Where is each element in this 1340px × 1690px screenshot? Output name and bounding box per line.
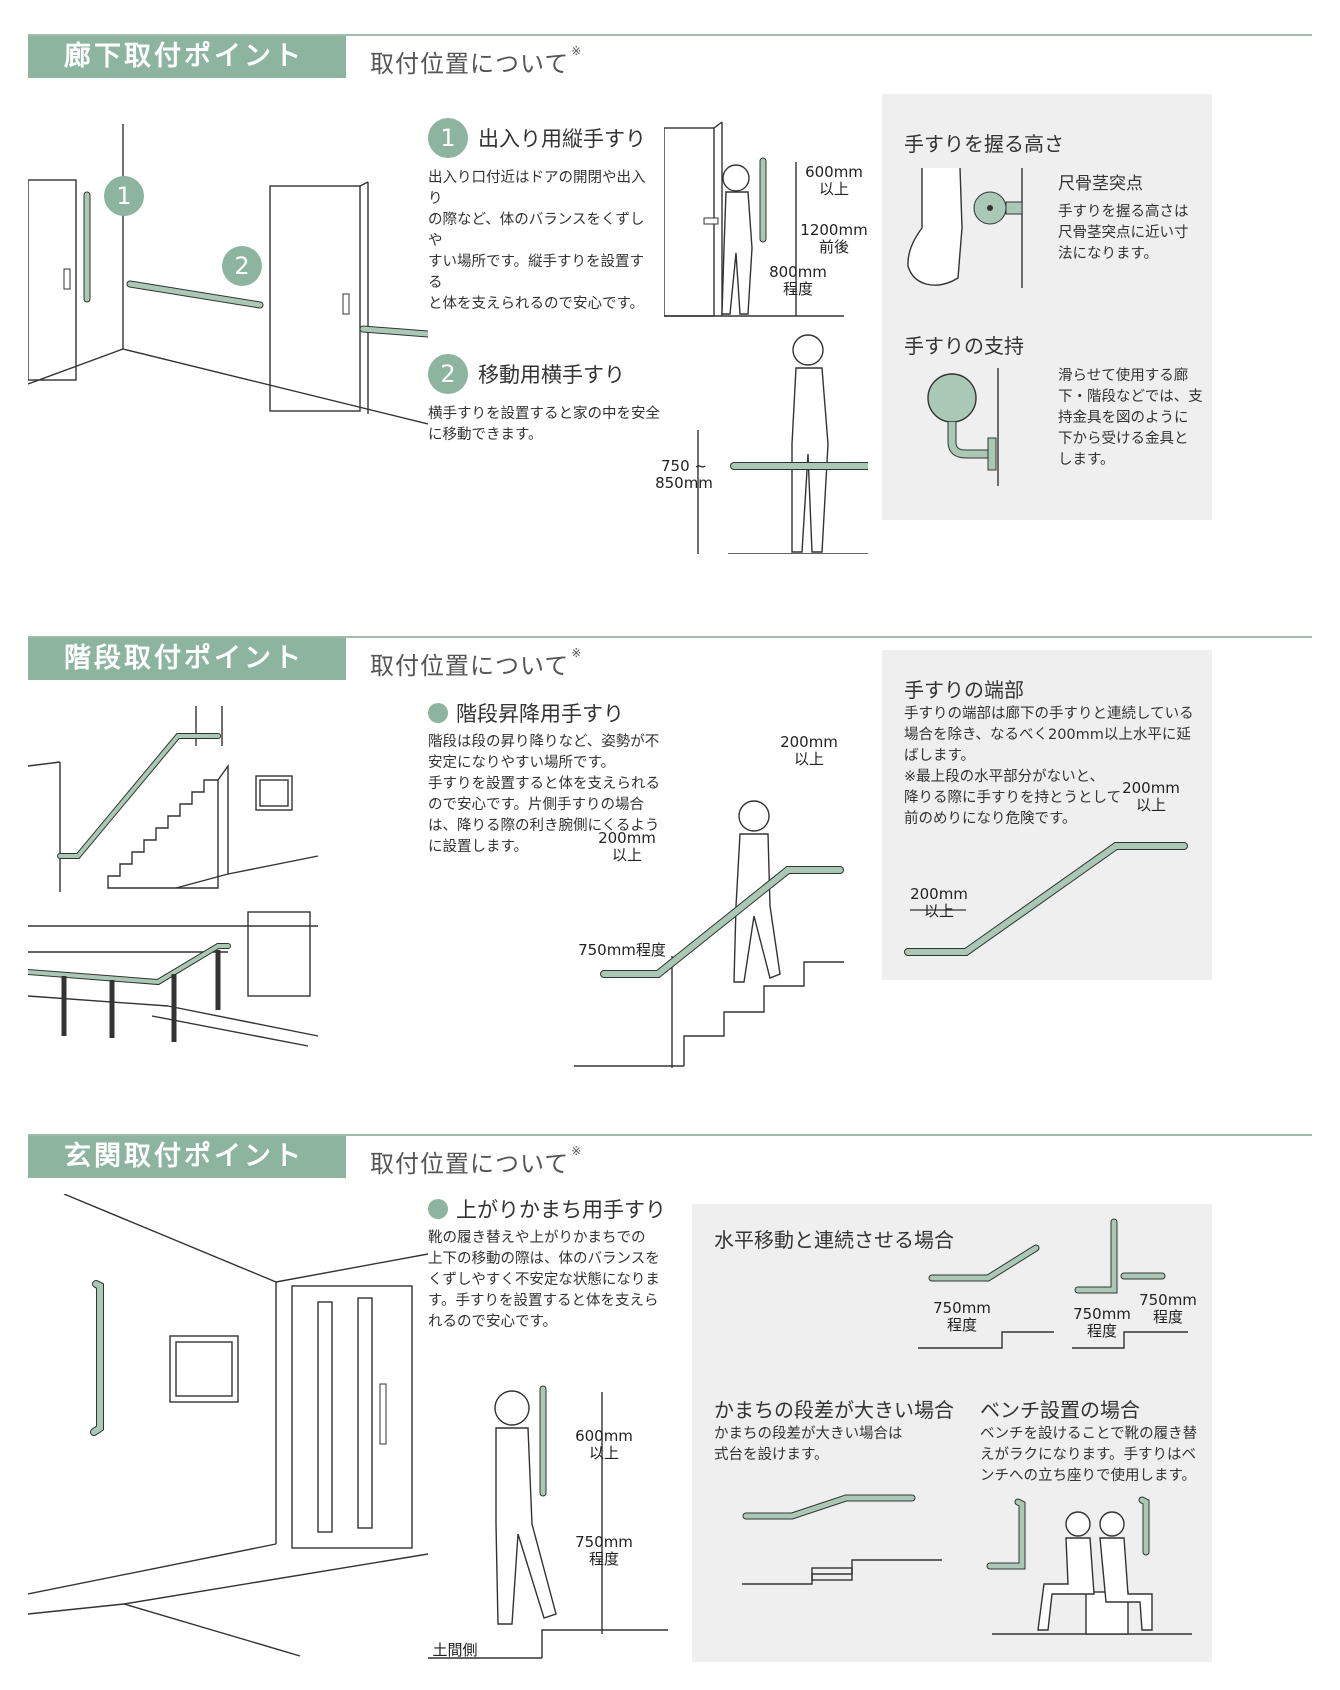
entrance-point-heading: 上がりかまち用手すり: [428, 1194, 666, 1224]
point2-heading: 2 移動用横手すり: [428, 354, 625, 394]
entrance-point-text: 靴の履き替えや上がりかまちでの 上下の移動の際は、体のバランスを くずしやすく不…: [428, 1230, 660, 1330]
section-title: 廊下取付ポイント: [28, 36, 346, 78]
entrance-illustration: [28, 1194, 428, 1657]
grip-point-label: 尺骨茎突点: [1058, 174, 1143, 194]
hand-illustration: [907, 168, 1023, 288]
step-case-text: かまちの段差が大きい場合は 式台を設けます。: [714, 1426, 903, 1463]
section-entrance: 玄関取付ポイント 取付位置について※ 上がりかまち用手すり 靴の履き替えや上がり…: [28, 1134, 1312, 1674]
horizontal-case-illustration: [918, 1218, 1188, 1349]
point2-title: 移動用横手すり: [478, 363, 625, 387]
bench-case-title: ベンチ設置の場合: [980, 1398, 1140, 1422]
section-rule: [28, 34, 1312, 36]
stairs-rail-illustration: [574, 800, 844, 1068]
grip-support-panel: 手すりを握る高さ 尺骨茎突点 手すりを握る高さは 尺骨茎突点に近い寸 法になりま…: [882, 94, 1212, 520]
section-subtitle: 取付位置について※: [370, 44, 583, 78]
step-case-illustration: [742, 1494, 942, 1585]
stairs-dim-height: 750mm程度: [578, 941, 666, 959]
section-subtitle: 取付位置について※: [370, 1144, 583, 1178]
grip-text: 手すりを握る高さは 尺骨茎突点に近い寸 法になります。: [1058, 204, 1189, 262]
corridor-illustration: [28, 124, 428, 425]
horizontal-rail-illustration: [697, 334, 868, 554]
rail-end-title: 手すりの端部: [904, 678, 1024, 702]
entrance-rail-illustration: [428, 1385, 668, 1659]
illus-marker-2: 2: [222, 246, 262, 286]
stairs-illustration: [28, 706, 319, 1047]
horizontal-case-title: 水平移動と連続させる場合: [714, 1228, 954, 1252]
point1-heading: 1 出入り用縦手すり: [428, 118, 646, 158]
point1-title: 出入り用縦手すり: [478, 127, 646, 151]
support-text: 滑らせて使用する廊 下・階段などでは、支 持金具を図のように 下から受ける金具と…: [1058, 368, 1203, 468]
support-title: 手すりの支持: [904, 334, 1024, 358]
point2-number: 2: [428, 354, 468, 394]
floor-side-label: 土間側: [432, 1641, 478, 1659]
bullet-dot: [428, 1199, 448, 1219]
stairs-point-text: 階段は段の昇り降りなど、姿勢が不 安定になりやすい場所です。 手すりを設置すると…: [428, 734, 660, 855]
dim-750-850: 750 ~850mm: [655, 457, 713, 492]
bench-case-illustration: [986, 1496, 1192, 1635]
stairs-point-heading: 階段昇降用手すり: [428, 698, 624, 728]
section-subtitle: 取付位置について※: [370, 646, 583, 680]
rail-end-illustration: [904, 842, 1188, 956]
stairs-point-title: 階段昇降用手すり: [456, 702, 624, 726]
point2-text: 横手すりを設置すると家の中を安全 に移動できます。: [428, 406, 660, 443]
section-stairs: 階段取付ポイント 取付位置について※: [28, 636, 1312, 1076]
rail-end-text: 手すりの端部は廊下の手すりと連続している 場合を除き、なるべく200mm以上水平…: [904, 706, 1194, 827]
bullet-dot: [428, 703, 448, 723]
rail-end-panel: 手すりの端部 手すりの端部は廊下の手すりと連続している 場合を除き、なるべく20…: [882, 650, 1212, 980]
vertical-rail-illustration: [664, 121, 844, 317]
section-rule: [28, 1134, 1312, 1136]
section-rule: [28, 636, 1312, 638]
illus-marker-1: 1: [104, 176, 144, 216]
section-title: 玄関取付ポイント: [28, 1136, 346, 1178]
step-case-title: かまちの段差が大きい場合: [714, 1398, 954, 1422]
bracket-illustration: [927, 368, 999, 486]
point1-number: 1: [428, 118, 468, 158]
section-corridor: 廊下取付ポイント 取付位置について※ 1 2 1 出入り用縦手すり 出入り口付近…: [28, 34, 1312, 574]
entrance-point-title: 上がりかまち用手すり: [456, 1198, 666, 1222]
grip-height-title: 手すりを握る高さ: [904, 132, 1064, 156]
section-title: 階段取付ポイント: [28, 638, 346, 680]
point1-text: 出入り口付近はドアの開閉や出入り の際など、体のバランスをくずしや すい場所です…: [428, 170, 646, 312]
bench-case-text: ベンチを設けることで靴の履き替 えがラクになります。手すりはベ ンチへの立ち座り…: [980, 1426, 1198, 1484]
